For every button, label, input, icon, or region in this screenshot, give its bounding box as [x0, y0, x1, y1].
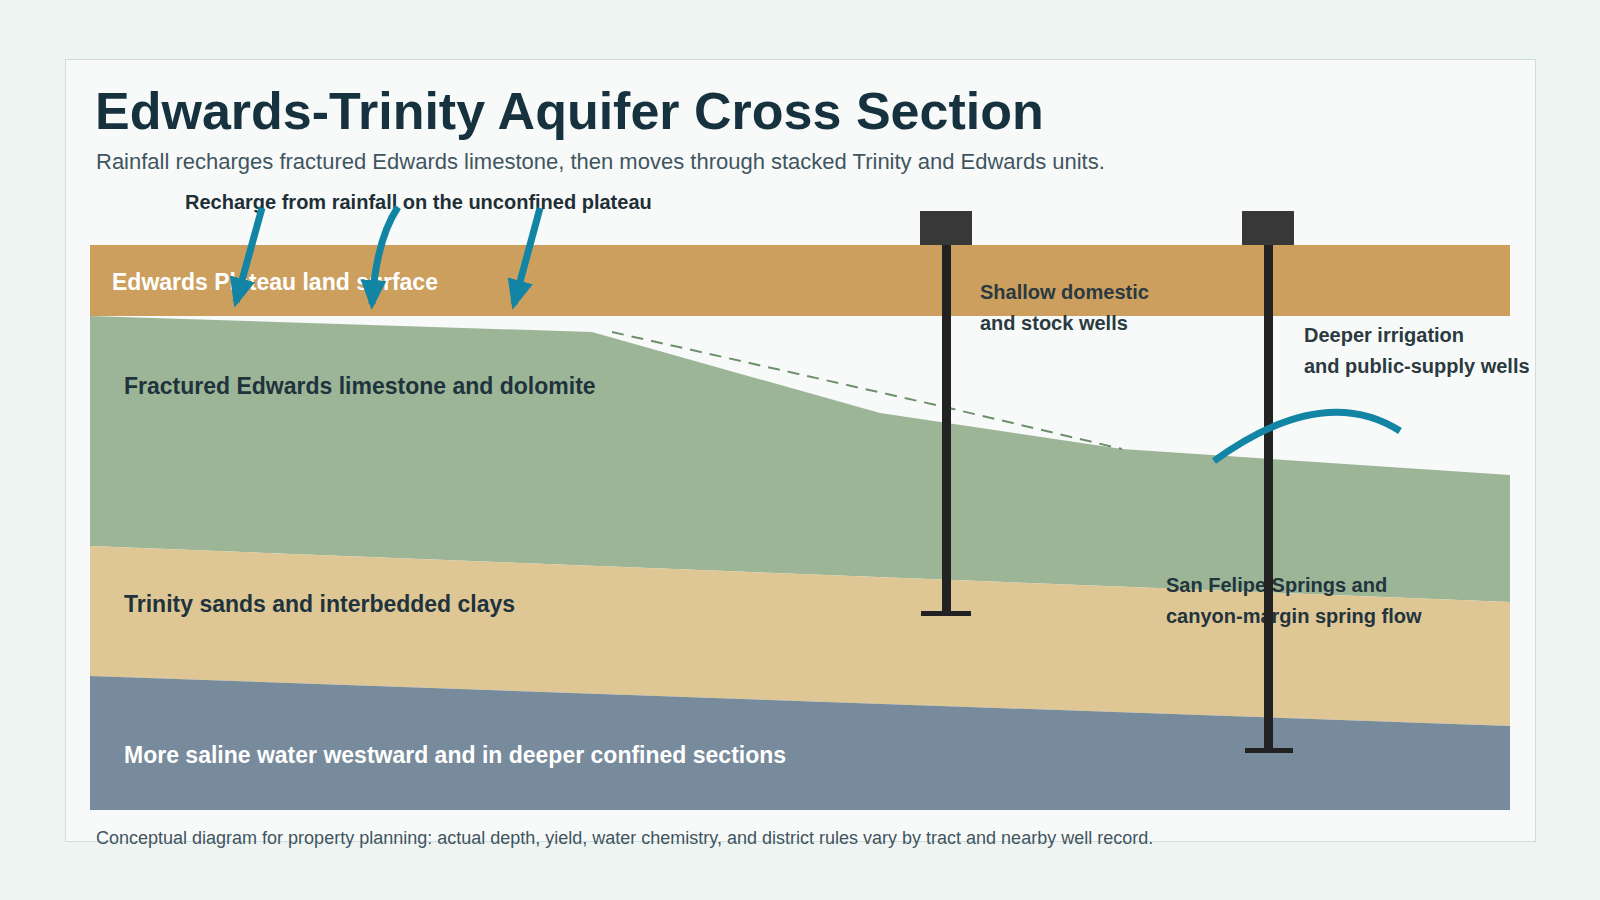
- well-casing: [942, 245, 951, 615]
- label-block: Recharge from rainfall on the unconfined…: [185, 190, 785, 214]
- annotation-label: Shallow domestic and stock wells: [980, 281, 1149, 334]
- recharge-arrow: [372, 207, 398, 304]
- annotation-label: Recharge from rainfall on the unconfined…: [185, 191, 652, 213]
- annotation-label: Rainfall recharges fractured Edwards lim…: [96, 149, 1105, 174]
- strata-band: Edwards Plateau land surface: [90, 245, 1510, 316]
- well-screen-foot: [921, 611, 971, 616]
- band-fill: [90, 245, 1510, 316]
- band-label: Fractured Edwards limestone and dolomite: [124, 372, 596, 400]
- label-block: Deeper irrigation and public-supply well…: [1304, 320, 1554, 382]
- recharge-arrow: [236, 208, 262, 302]
- label-block: Shallow domestic and stock wells: [980, 277, 1180, 339]
- well-cap: [920, 211, 972, 245]
- annotation-label: Deeper irrigation and public-supply well…: [1304, 324, 1530, 377]
- label-block: Rainfall recharges fractured Edwards lim…: [96, 149, 1396, 175]
- well-screen-foot: [1245, 748, 1293, 753]
- well-cap: [1242, 211, 1294, 245]
- wrap-spacer: [1504, 320, 1554, 351]
- diagram-caption: Conceptual diagram for property planning…: [96, 827, 1153, 849]
- band-label: Trinity sands and interbedded clays: [124, 590, 515, 618]
- strata-band: More saline water westward and in deeper…: [90, 676, 1510, 810]
- spring-flow-arc: [1214, 412, 1400, 461]
- label-block: San Felipe Springs and canyon-margin spr…: [1166, 570, 1456, 632]
- diagram-title: Edwards-Trinity Aquifer Cross Section: [95, 80, 1044, 142]
- water-table-line: [612, 332, 1122, 449]
- recharge-arrow: [514, 208, 540, 304]
- band-fill: [90, 676, 1510, 810]
- well-casing: [1264, 245, 1273, 752]
- band-label: Edwards Plateau land surface: [112, 268, 438, 296]
- annotation-label: San Felipe Springs and canyon-margin spr…: [1166, 574, 1422, 627]
- band-label: More saline water westward and in deeper…: [124, 741, 786, 769]
